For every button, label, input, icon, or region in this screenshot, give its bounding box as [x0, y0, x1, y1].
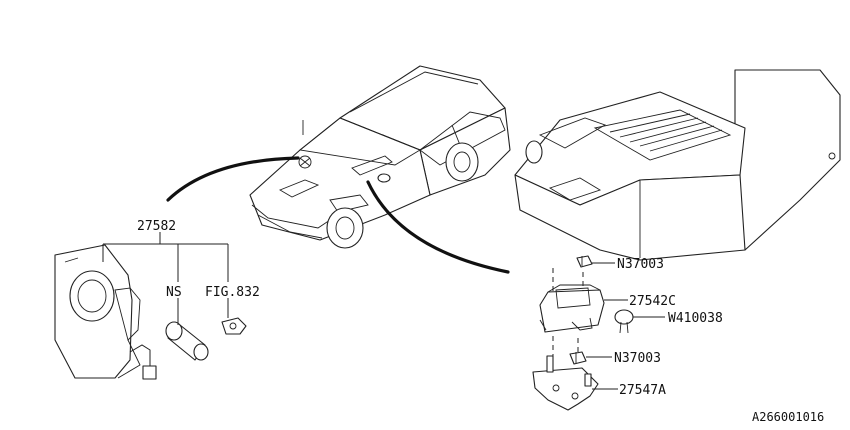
- callout-wire-console: [366, 180, 510, 274]
- leader-27582: [102, 232, 229, 325]
- nut-lower-part: [569, 351, 587, 365]
- label-clock-spring: 27582: [137, 219, 176, 234]
- label-clip: W410038: [668, 311, 723, 326]
- label-sensor: 27542C: [629, 294, 676, 309]
- clip-w410038-part: [614, 309, 634, 334]
- label-ns: NS: [166, 285, 182, 300]
- fig832-part: [221, 317, 247, 335]
- sensor-27542c-part: [539, 284, 605, 333]
- nut-upper-part: [576, 255, 593, 268]
- bracket-27547a-part: [532, 355, 599, 411]
- label-bracket: 27547A: [619, 383, 666, 398]
- diagram-id: A266001016: [752, 410, 824, 424]
- clock-spring-part: [54, 244, 157, 380]
- ns-cylinder-part: [165, 321, 209, 361]
- label-nut-lower: N37003: [614, 351, 661, 366]
- center-console-illustration: [514, 69, 841, 261]
- label-fig832: FIG.832: [205, 285, 260, 300]
- callout-wire-steering: [166, 156, 300, 202]
- label-nut-upper: N37003: [617, 257, 664, 272]
